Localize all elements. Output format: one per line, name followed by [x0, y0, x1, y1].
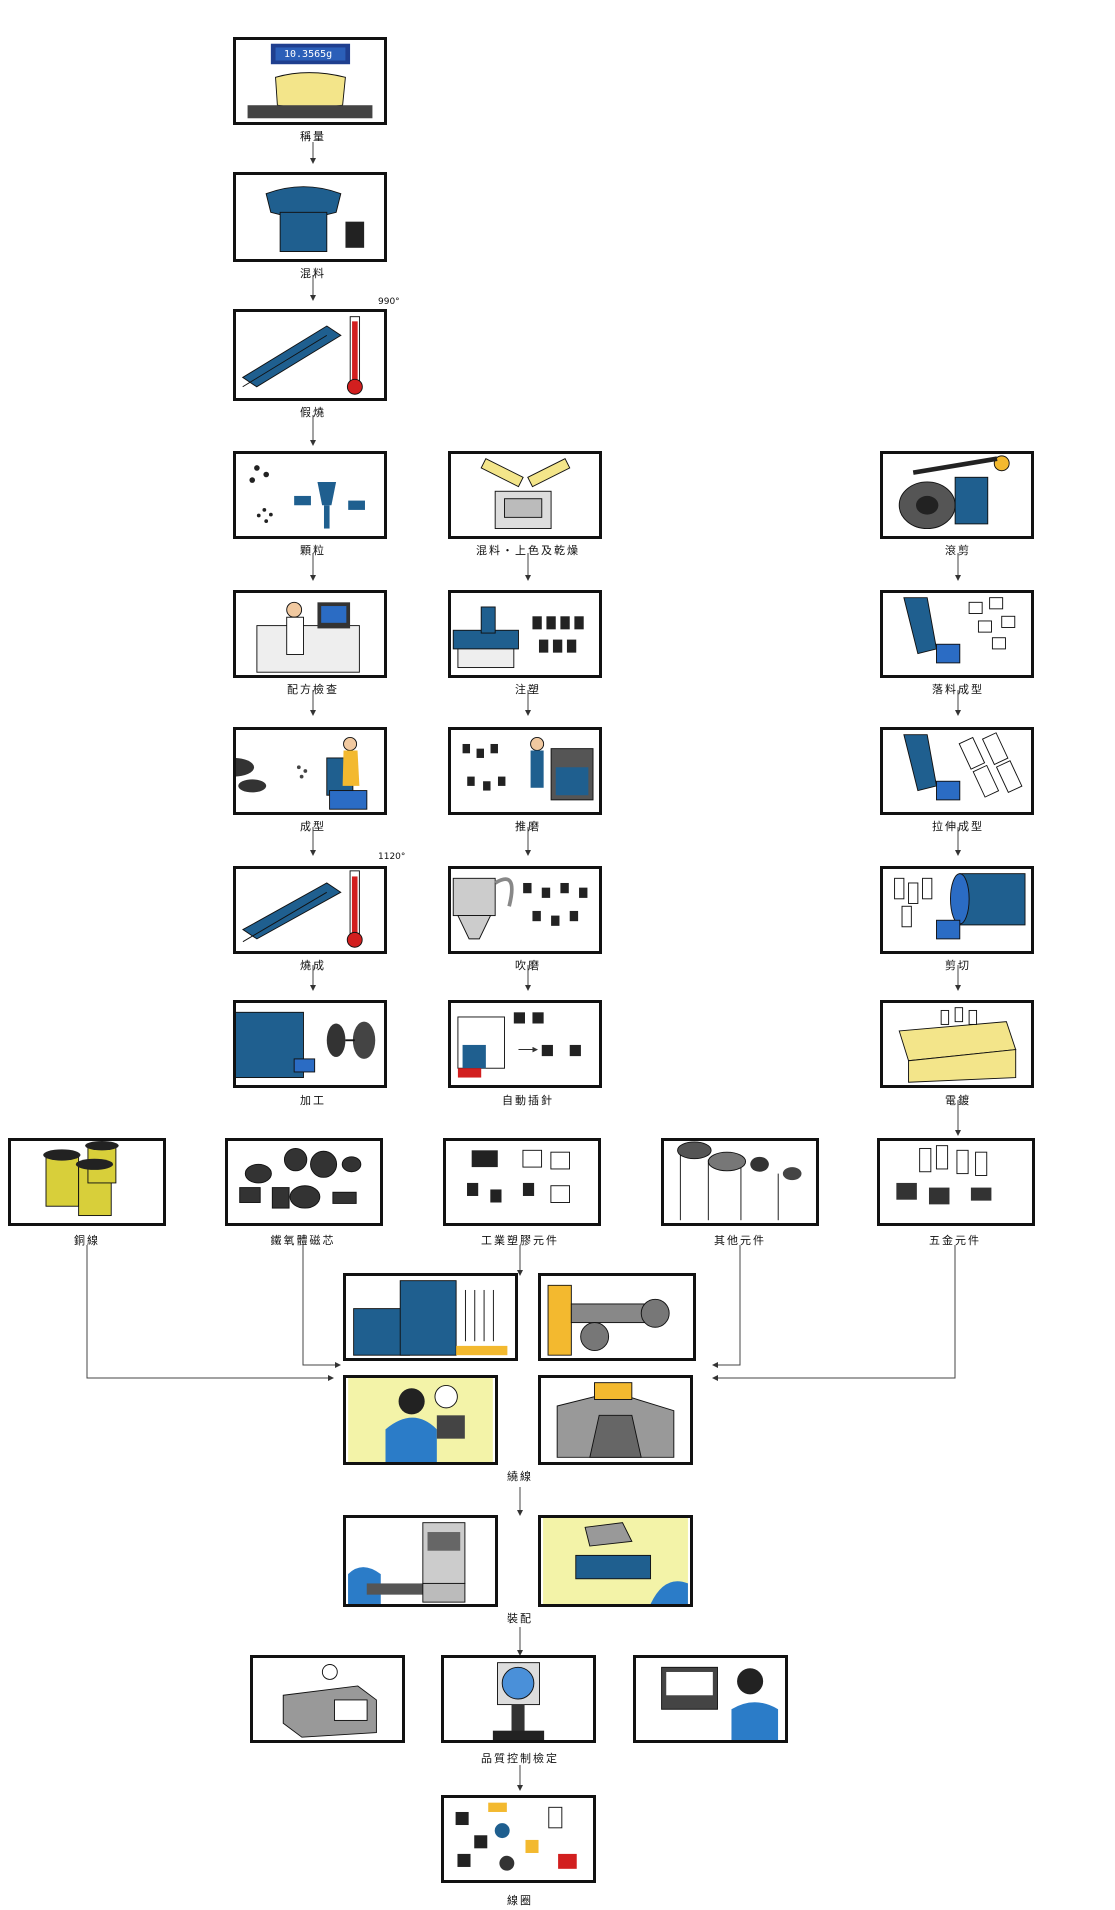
- part-plastic-parts-illustration: [443, 1138, 601, 1226]
- step-sinter-illustration: [233, 866, 387, 954]
- label-assembly: 裝配: [507, 1612, 533, 1625]
- step-auto-pin-illustration: [448, 1000, 602, 1088]
- label-mix-color-dry: 混料‧上色及乾燥: [476, 544, 580, 557]
- step-shear-illustration: [880, 866, 1034, 954]
- label-presinter: 假燒: [300, 406, 326, 419]
- scale-readout: 10.3565g: [284, 49, 333, 60]
- label-metal-parts: 五金元件: [929, 1234, 981, 1247]
- winding-machine-illustration-2: [538, 1273, 696, 1361]
- temp-readout-sinter: 1120°: [378, 852, 406, 862]
- step-draw-form-illustration: [880, 727, 1034, 815]
- qc-illustration-3: [633, 1655, 788, 1743]
- label-mold: 成型: [300, 820, 326, 833]
- winding-machine-illustration-1: [343, 1273, 518, 1361]
- assembly-illustration-2: [538, 1515, 693, 1607]
- part-metal-parts-illustration: [877, 1138, 1035, 1226]
- label-ferrite-core: 鐵氧體磁芯: [270, 1234, 336, 1247]
- label-qc: 品質控制檢定: [481, 1752, 559, 1765]
- temp-readout-presinter: 990°: [378, 297, 400, 307]
- winding-operator-illustration: [343, 1375, 498, 1465]
- part-ferrite-core-illustration: [225, 1138, 383, 1226]
- step-roll-cut-illustration: [880, 451, 1034, 539]
- step-weigh-illustration: 10.3565g: [233, 37, 387, 125]
- step-machine-illustration: [233, 1000, 387, 1088]
- label-winding: 繞線: [507, 1470, 533, 1483]
- part-copper-wire-illustration: [8, 1138, 166, 1226]
- step-presinter-illustration: [233, 309, 387, 401]
- label-shear: 剪切: [945, 959, 971, 972]
- step-mold-illustration: [233, 727, 387, 815]
- step-mix-illustration: [233, 172, 387, 262]
- step-plate-illustration: [880, 1000, 1034, 1088]
- label-granulate: 顆粒: [300, 544, 326, 557]
- step-blast-illustration: [448, 866, 602, 954]
- label-roll-cut: 滾剪: [945, 544, 971, 557]
- label-weigh: 稱量: [300, 130, 326, 143]
- label-coil: 線圈: [507, 1894, 533, 1907]
- label-machine: 加工: [300, 1094, 326, 1107]
- step-injection-illustration: [448, 590, 602, 678]
- step-granulate-illustration: [233, 451, 387, 539]
- label-blast: 吹磨: [515, 959, 541, 972]
- label-deburr: 推磨: [515, 820, 541, 833]
- label-plate: 電鍍: [945, 1094, 971, 1107]
- label-plastic-parts: 工業塑膠元件: [481, 1234, 559, 1247]
- label-draw-form: 拉伸成型: [932, 820, 984, 833]
- assembly-illustration-1: [343, 1515, 498, 1607]
- label-other-parts: 其他元件: [714, 1234, 766, 1247]
- label-mix: 混料: [300, 267, 326, 280]
- part-other-parts-illustration: [661, 1138, 819, 1226]
- label-copper-wire: 銅線: [74, 1234, 100, 1247]
- step-blank-form-illustration: [880, 590, 1034, 678]
- label-auto-pin: 自動插針: [502, 1094, 554, 1107]
- winding-head-illustration: [538, 1375, 693, 1465]
- label-formula-check: 配方檢查: [287, 683, 339, 696]
- coil-products-illustration: [441, 1795, 596, 1883]
- label-injection: 注塑: [515, 683, 541, 696]
- step-formula-check-illustration: [233, 590, 387, 678]
- label-blank-form: 落料成型: [932, 683, 984, 696]
- step-mix-color-dry-illustration: [448, 451, 602, 539]
- label-sinter: 燒成: [300, 959, 326, 972]
- qc-illustration-1: [250, 1655, 405, 1743]
- step-deburr-illustration: [448, 727, 602, 815]
- qc-illustration-2: [441, 1655, 596, 1743]
